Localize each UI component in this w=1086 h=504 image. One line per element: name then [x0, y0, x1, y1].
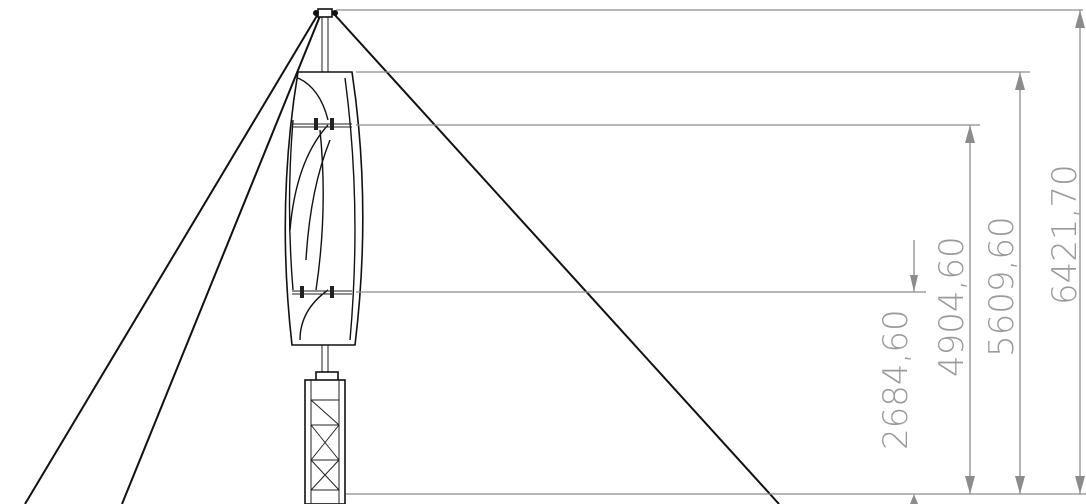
dimension-2684: 2684,60 [876, 240, 918, 504]
tower-brace-3 [310, 424, 340, 461]
dimension-label-6421: 6421,70 [1045, 164, 1085, 305]
mast-top-cap [317, 8, 333, 18]
rotor [284, 71, 364, 346]
tower-brace-5 [310, 459, 340, 491]
dimension-6421: 6421,70 [1045, 10, 1085, 494]
dimension-arrow-5609-top [1015, 72, 1025, 90]
rotor-hub-upper-right [330, 118, 334, 130]
rotor-blade-edge-d [315, 129, 324, 291]
guy-wires [24, 13, 780, 504]
rotor-blade-inner-right [344, 77, 356, 341]
dimension-arrow-6421-bottom [1075, 476, 1085, 494]
rotor-blade-edge-b [289, 124, 329, 231]
dimension-label-2684: 2684,60 [876, 309, 916, 450]
dimension-arrow-2684-bottom [910, 494, 918, 504]
dimension-arrow-4904-bottom [965, 476, 975, 494]
guy-wire-right [333, 13, 780, 504]
rotor-outline [284, 71, 364, 346]
guy-wire-left-outer [24, 13, 319, 504]
rotor-blade-edge-e [299, 289, 329, 341]
rotor-hub-lower-right [330, 286, 334, 298]
dimension-arrow-5609-bottom [1015, 476, 1025, 494]
dimension-label-5609: 5609,60 [982, 216, 1022, 357]
dimension-arrow-6421-top [1075, 10, 1085, 28]
dimension-4904: 4904,60 [932, 125, 975, 494]
dimension-label-4904: 4904,60 [932, 236, 972, 377]
rotor-hub-upper-left [314, 118, 318, 130]
tower-brace-1 [310, 399, 340, 426]
mast-top-shackle-right [332, 10, 338, 16]
extension-lines [336, 9, 1086, 495]
dimension-arrow-2684-top [910, 275, 918, 292]
rotor-blade-inner-left [288, 119, 294, 291]
rotor-blade-edge-a [297, 77, 329, 121]
guy-wire-left-inner [121, 15, 321, 504]
rotor-blade-edge-c [305, 139, 331, 261]
dimension-5609: 5609,60 [982, 72, 1025, 494]
lattice-tower [304, 379, 346, 504]
dimension-arrow-4904-top [965, 125, 975, 143]
mast-top-shackle-left [313, 10, 319, 16]
rotor-hub-lower-left [300, 286, 304, 298]
